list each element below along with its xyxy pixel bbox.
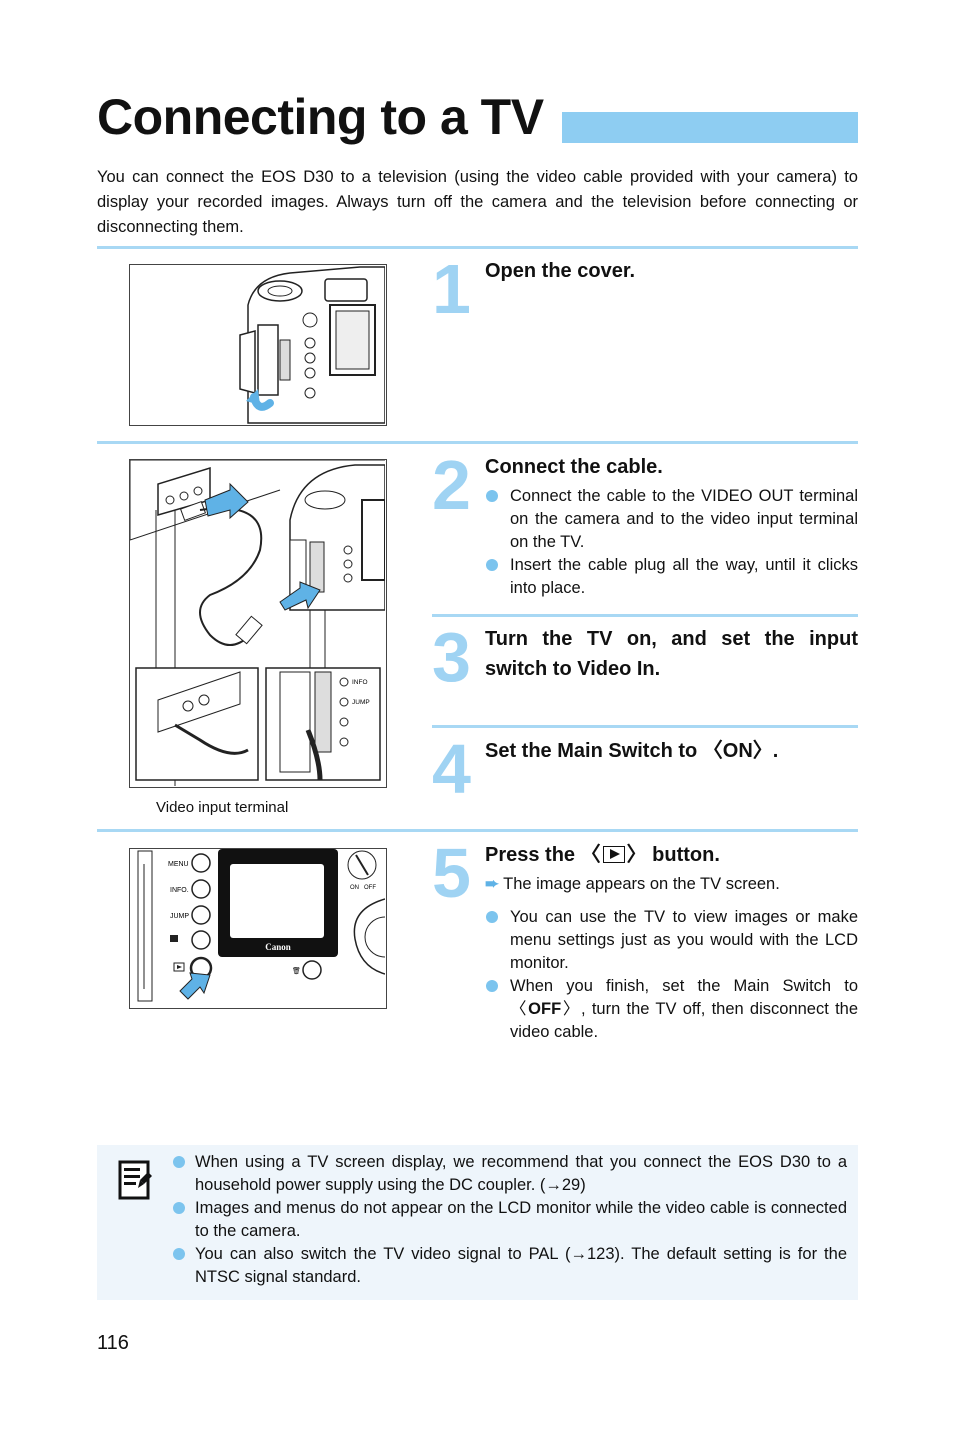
result-arrow-icon: ➨ xyxy=(485,875,499,893)
bullet-dot xyxy=(486,980,498,992)
bullet-dot xyxy=(173,1248,185,1260)
illustration-open-cover xyxy=(129,264,387,426)
label-jump: JUMP xyxy=(170,913,189,920)
step-number: 1 xyxy=(432,250,471,328)
step-1-heading: Open the cover. xyxy=(485,260,636,282)
divider xyxy=(97,441,858,444)
page-number: 116 xyxy=(97,1332,129,1354)
list-item: Insert the cable plug all the way, until… xyxy=(485,554,858,600)
step-5-result: ➨ The image appears on the TV screen. xyxy=(485,875,780,893)
divider xyxy=(432,725,858,728)
step-number: 2 xyxy=(432,446,471,524)
label-on: ON xyxy=(350,885,359,891)
note-box xyxy=(97,1145,858,1300)
label-info: INFO xyxy=(352,679,368,686)
step-number: 5 xyxy=(432,834,471,912)
camera-back-drawing: MENU INFO. JUMP Canon 🗑 ON OFF xyxy=(137,849,406,1002)
camera-side-drawing xyxy=(239,266,386,424)
label-off: OFF xyxy=(364,885,376,891)
brand-logo-text: Canon xyxy=(265,942,291,952)
list-item: When you finish, set the Main Switch to … xyxy=(485,975,858,1044)
trash-icon: 🗑 xyxy=(292,966,301,975)
illustration-playback-button: MENU INFO. JUMP Canon 🗑 ON OFF xyxy=(129,848,406,1009)
step-number: 3 xyxy=(432,618,471,696)
caption-video-input: Video input terminal xyxy=(156,799,289,816)
bullet-dot xyxy=(486,559,498,571)
label-menu: MENU xyxy=(168,861,189,868)
step-3-heading: Turn the TV on, and set the input switch… xyxy=(485,628,858,680)
step-number: 4 xyxy=(432,730,471,808)
label-jump: JUMP xyxy=(352,699,370,706)
step-5-bullets: You can use the TV to view images or mak… xyxy=(485,906,858,1044)
bullet-dot xyxy=(486,911,498,923)
step-2-heading: Connect the cable. xyxy=(485,456,663,478)
page-title: Connecting to a TV xyxy=(97,89,544,145)
list-item: Connect the cable to the VIDEO OUT termi… xyxy=(485,485,858,554)
divider xyxy=(432,614,858,617)
label-info: INFO. xyxy=(170,887,189,894)
list-item: Images and menus do not appear on the LC… xyxy=(172,1197,847,1243)
title-accent-bar xyxy=(562,112,858,143)
step-5-heading: Press the 〈〉 button. xyxy=(485,844,720,866)
memo-icon xyxy=(118,1160,152,1200)
list-item: You can use the TV to view images or mak… xyxy=(485,906,858,975)
step-2-bullets: Connect the cable to the VIDEO OUT termi… xyxy=(485,485,858,600)
cable-connection-drawing: INFO JUMP xyxy=(129,459,386,786)
bullet-dot xyxy=(173,1156,185,1168)
note-list: When using a TV screen display, we recom… xyxy=(172,1151,847,1289)
divider xyxy=(97,829,858,832)
bullet-dot xyxy=(173,1202,185,1214)
bullet-dot xyxy=(486,490,498,502)
list-item: When using a TV screen display, we recom… xyxy=(172,1151,847,1197)
step-4-heading: Set the Main Switch to 〈ON〉. xyxy=(485,740,779,762)
illustration-connect-cable: INFO JUMP xyxy=(129,459,387,788)
playback-icon xyxy=(602,846,625,863)
list-item: You can also switch the TV video signal … xyxy=(172,1243,847,1289)
divider xyxy=(97,246,858,249)
intro-paragraph: You can connect the EOS D30 to a televis… xyxy=(97,168,858,236)
